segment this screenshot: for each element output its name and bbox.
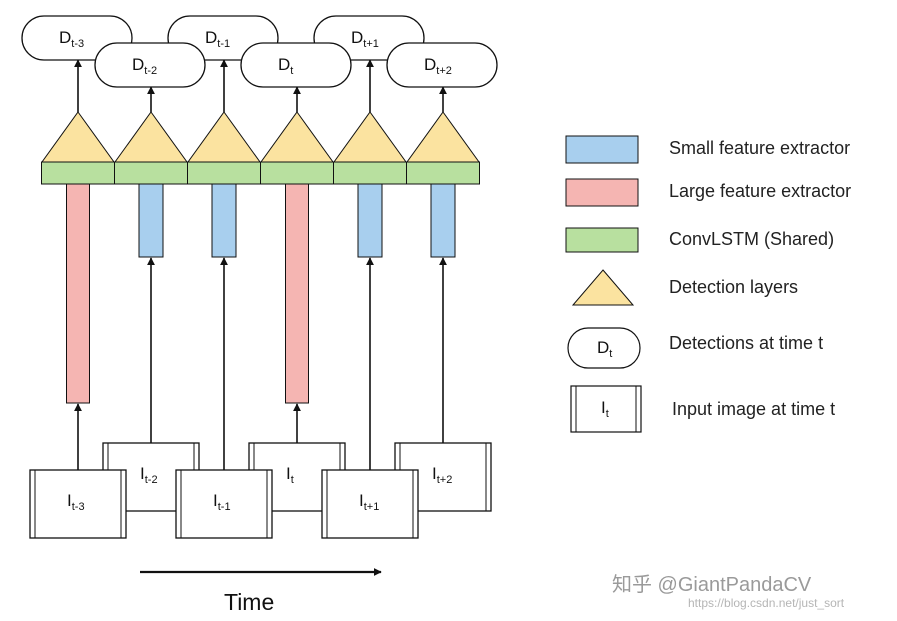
convlstm-layer xyxy=(41,161,480,185)
detection-layer-triangle xyxy=(333,111,407,163)
convlstm-cell xyxy=(333,161,407,185)
large-feature-extractor xyxy=(285,183,309,404)
legend-convlstm-label: ConvLSTM (Shared) xyxy=(669,229,834,249)
input-image-label: It+2 xyxy=(432,464,452,486)
time-label: Time xyxy=(224,589,274,615)
detection-t: Dt xyxy=(240,42,352,88)
input-image-label: It xyxy=(286,464,294,486)
small-feature-extractor xyxy=(357,183,383,258)
legend-detections-sample: Dt xyxy=(597,338,612,360)
detection-t-2: Dt-2 xyxy=(94,42,206,88)
convlstm-cell xyxy=(41,161,115,185)
watermark-line2: https://blog.csdn.net/just_sort xyxy=(688,596,845,610)
large-feature-extractor xyxy=(66,183,90,404)
legend: Small feature extractor Large feature ex… xyxy=(565,135,851,433)
detection-layer-triangle xyxy=(187,111,261,163)
input-images: It-2 It It+2It-3 It-1 It+1 xyxy=(29,442,492,539)
legend-detections-label: Detections at time t xyxy=(669,333,823,353)
convlstm-cell xyxy=(187,161,261,185)
legend-large-label: Large feature extractor xyxy=(669,181,851,201)
convlstm-cell xyxy=(114,161,188,185)
detection-label: Dt-3 xyxy=(59,28,84,50)
legend-small-swatch xyxy=(565,135,639,164)
legend-large-swatch xyxy=(565,178,639,207)
legend-input-sample: It xyxy=(601,398,609,420)
detections: Dt-3 Dt-1 Dt+1Dt-2 Dt Dt+2 xyxy=(21,15,498,88)
input-image-t+1: It+1 xyxy=(321,469,419,539)
detection-label: Dt xyxy=(278,55,293,77)
convlstm-cell xyxy=(406,161,480,185)
input-image-t-3: It-3 xyxy=(29,469,127,539)
small-feature-extractor xyxy=(138,183,164,258)
convlstm-cell xyxy=(260,161,334,185)
watermark: 知乎 @GiantPandaCV https://blog.csdn.net/j… xyxy=(612,573,845,610)
legend-detections-swatch xyxy=(567,327,641,369)
input-image-label: It-3 xyxy=(67,491,85,513)
time-axis: Time xyxy=(140,568,382,615)
input-image-label: It-1 xyxy=(213,491,231,513)
detection-t+2: Dt+2 xyxy=(386,42,498,88)
detection-label: Dt+1 xyxy=(351,28,379,50)
input-image-t-1: It-1 xyxy=(175,469,273,539)
input-arrows xyxy=(74,257,447,470)
small-feature-extractor xyxy=(430,183,456,258)
legend-convlstm-swatch xyxy=(565,227,639,253)
feature-extractors xyxy=(66,183,456,404)
legend-detection-swatch xyxy=(571,269,635,306)
detection-layers xyxy=(41,111,480,163)
detection-layer-triangle xyxy=(406,111,480,163)
detection-layer-triangle xyxy=(114,111,188,163)
legend-detection-label: Detection layers xyxy=(669,277,798,297)
legend-input-label: Input image at time t xyxy=(672,399,835,419)
small-feature-extractor xyxy=(211,183,237,258)
input-image-label: It-2 xyxy=(140,464,158,486)
detection-label: Dt-1 xyxy=(205,28,230,50)
legend-small-label: Small feature extractor xyxy=(669,138,850,158)
legend-input-swatch xyxy=(570,385,642,433)
detection-label: Dt-2 xyxy=(132,55,157,77)
detection-layer-triangle xyxy=(41,111,115,163)
detection-label: Dt+2 xyxy=(424,55,452,77)
detection-layer-triangle xyxy=(260,111,334,163)
output-arrows xyxy=(74,59,447,112)
input-image-label: It+1 xyxy=(359,491,379,513)
watermark-line1: 知乎 @GiantPandaCV xyxy=(612,573,812,596)
